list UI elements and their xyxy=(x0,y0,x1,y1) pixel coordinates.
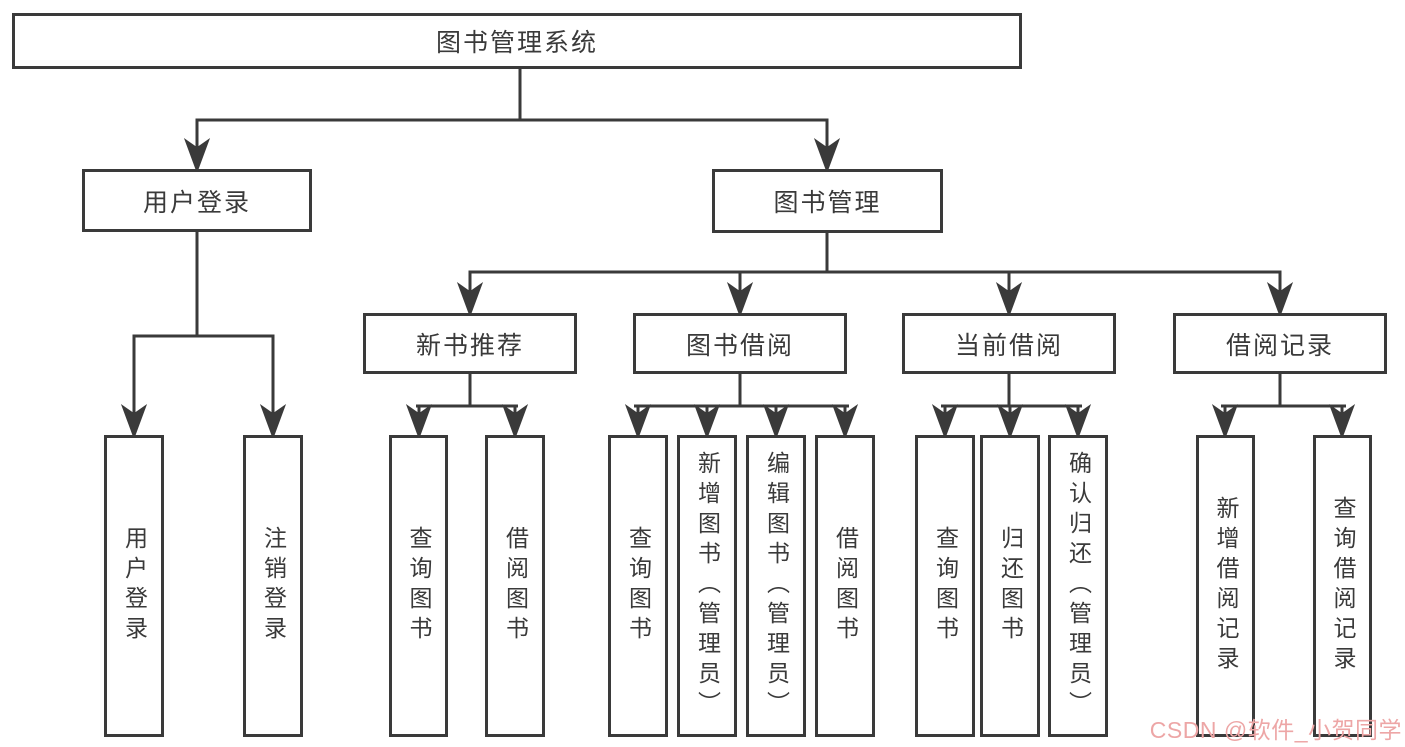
node-book-borrowing: 图书借阅 xyxy=(633,313,847,374)
edges-root-to-level2 xyxy=(183,69,841,174)
leaf-cb-confirm-return-admin: 确认归还（管理员） xyxy=(1048,435,1108,737)
leaf-br-add-record: 新增借阅记录 xyxy=(1196,435,1255,737)
node-book-management: 图书管理 xyxy=(712,169,943,233)
leaf-bb-borrow-books: 借阅图书 xyxy=(815,435,875,737)
leaf-cb-return-books: 归还图书 xyxy=(980,435,1040,737)
leaf-bb-edit-books-admin: 编辑图书（管理员） xyxy=(746,435,806,737)
leaf-bb-query-books: 查询图书 xyxy=(608,435,668,737)
leaf-nb-borrow-books: 借阅图书 xyxy=(485,435,545,737)
node-current-borrowing: 当前借阅 xyxy=(902,313,1116,374)
leaf-user-login: 用户登录 xyxy=(104,435,164,737)
edges-book-management-to-level3 xyxy=(456,233,1294,318)
leaf-br-query-record: 查询借阅记录 xyxy=(1313,435,1372,737)
leaf-nb-query-books: 查询图书 xyxy=(389,435,448,737)
node-new-book-recommend: 新书推荐 xyxy=(363,313,577,374)
csdn-watermark: CSDN @软件_小贺同学 xyxy=(1149,717,1402,743)
leaf-bb-add-books-admin: 新增图书（管理员） xyxy=(677,435,737,737)
node-user-login: 用户登录 xyxy=(82,169,312,232)
edges-book-borrowing-branch xyxy=(624,374,859,440)
node-library-management-system: 图书管理系统 xyxy=(12,13,1022,69)
edges-user-login-branch xyxy=(120,232,287,440)
leaf-cb-query-books: 查询图书 xyxy=(915,435,975,737)
node-borrowing-records: 借阅记录 xyxy=(1173,313,1387,374)
edges-new-book-recommend-branch xyxy=(405,374,529,440)
edges-borrowing-records-branch xyxy=(1211,374,1356,440)
edges-current-borrowing-branch xyxy=(931,374,1092,440)
leaf-logout: 注销登录 xyxy=(243,435,303,737)
